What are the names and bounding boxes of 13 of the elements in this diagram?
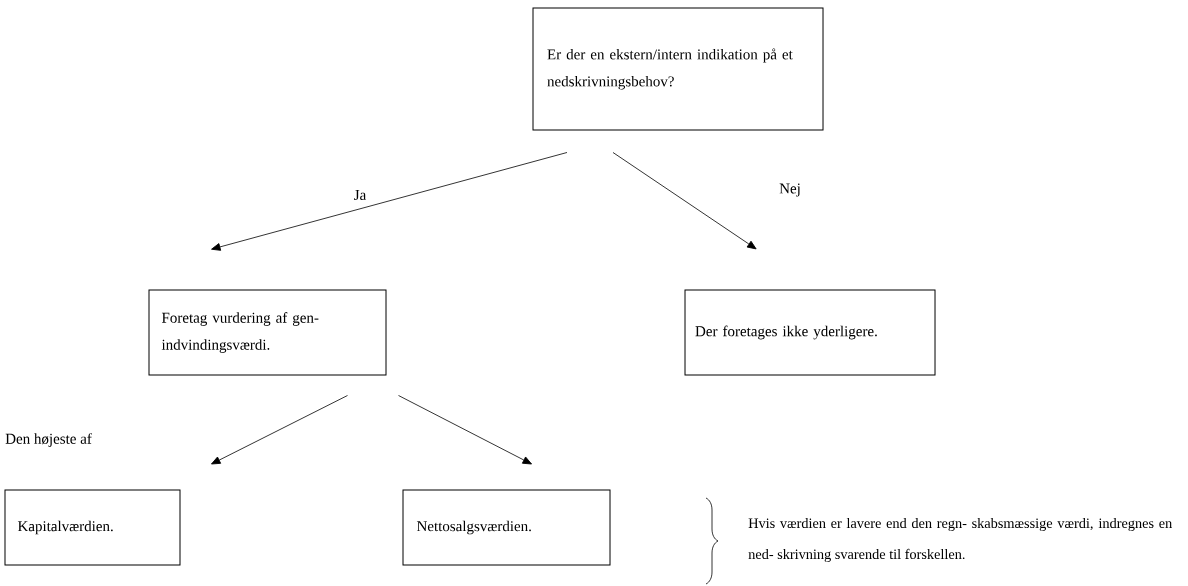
note-text: Hvis værdien er lavere end den regn- skabsmæssige værdi, indregnes en ned- skrivning svarende til forskellen.: [748, 518, 1172, 562]
arrow: [211, 395, 348, 465]
edge-label: Ja: [354, 190, 367, 200]
process-box: Nettosalgsværdien.: [402, 489, 611, 566]
process-box: Der foretages ikke yderligere.: [684, 289, 936, 376]
process-box: Er der en ekstern/intern indikation på et nedskrivningsbehov?: [532, 7, 824, 131]
process-box: Foretag vurdering af gen- indvindingsværdi.: [148, 289, 387, 376]
process-box: Kapitalværdien.: [4, 489, 181, 566]
edge-label: Nej: [779, 183, 800, 197]
arrow: [398, 395, 532, 465]
arrow: [612, 152, 757, 250]
arrow: [211, 152, 568, 251]
note-text: Den højeste af: [5, 433, 92, 447]
